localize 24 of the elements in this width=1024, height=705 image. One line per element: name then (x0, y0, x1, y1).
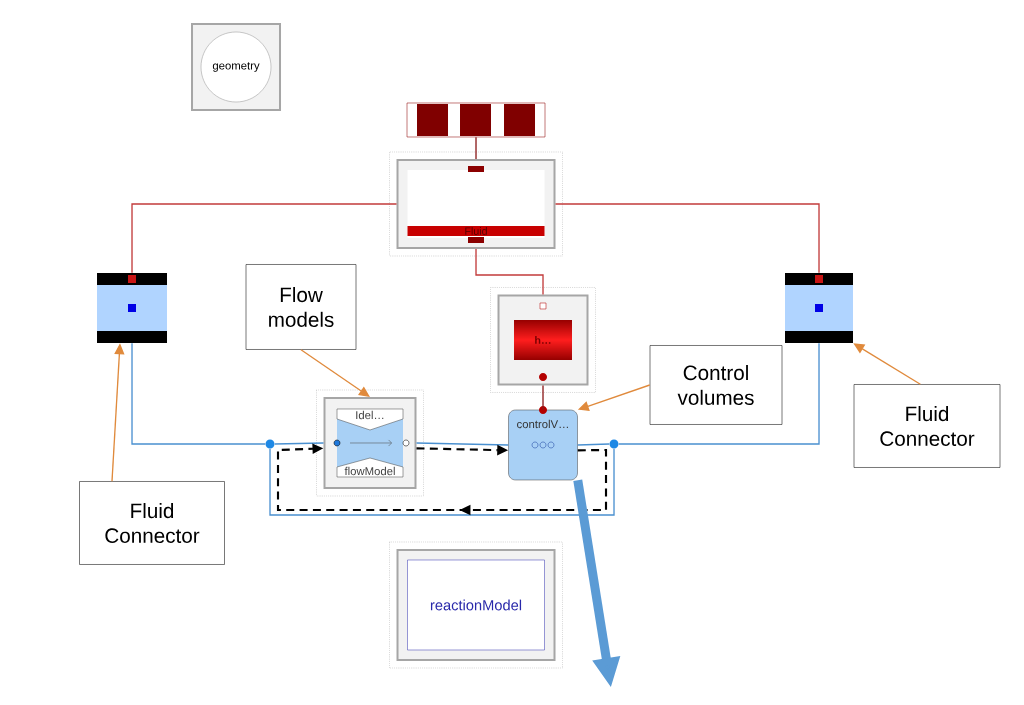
connector-line (475, 136, 477, 160)
fluid-port (97, 273, 167, 343)
fluid-port (785, 273, 853, 343)
connector-line (554, 203, 820, 274)
heater-block: h… (490, 287, 596, 393)
callout-box: Fluid Connector (853, 384, 1001, 468)
connector-line (542, 384, 544, 411)
connector-line (274, 442, 325, 445)
connector-line (618, 342, 820, 445)
connector-line (577, 443, 610, 446)
control-volume-block: controlV… (508, 406, 578, 481)
callout-box: Flow models (245, 264, 357, 350)
geometry-block: geometry (191, 23, 281, 111)
reaction-model-block: reactionModel (389, 541, 563, 669)
connector-line (475, 248, 544, 296)
flow-model-block: Idel… flowModel (316, 389, 424, 497)
callout-box: Fluid Connector (79, 481, 225, 565)
heat-port-bar (406, 102, 546, 138)
connector-line (131, 342, 266, 445)
connector-line (415, 442, 509, 446)
callout-box: Control volumes (649, 345, 783, 425)
arrow (300, 349, 370, 397)
connector-line (131, 203, 398, 274)
wall-block: Fluid (389, 151, 563, 257)
